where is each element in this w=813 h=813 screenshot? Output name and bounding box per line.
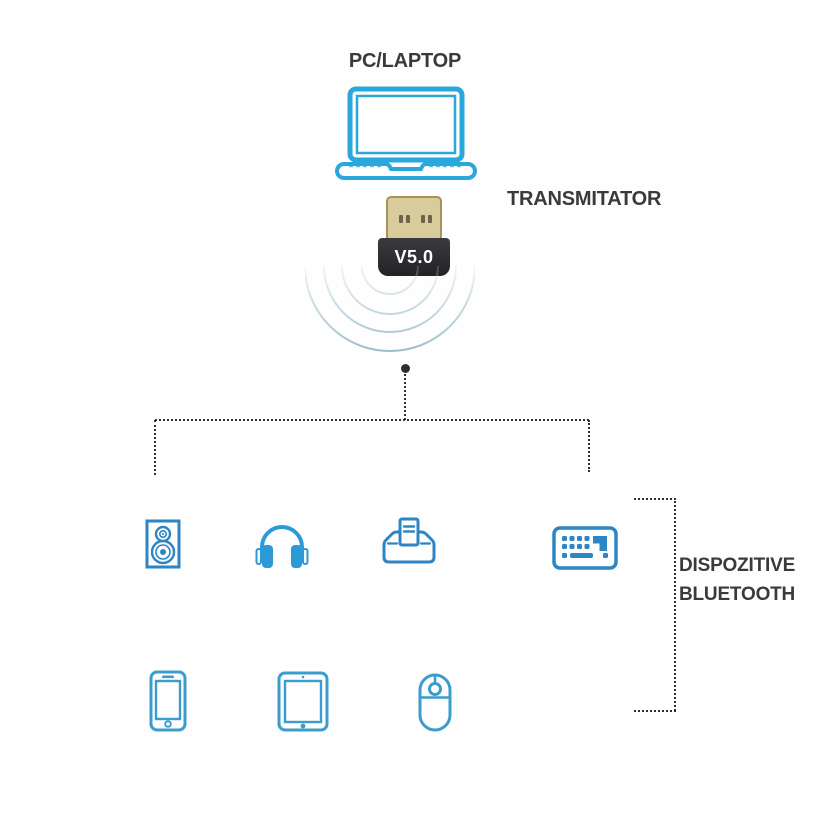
keyboard-icon [552,522,618,572]
connector-line-right [588,420,590,472]
headphones-icon [255,518,309,572]
usb-slot [428,215,432,223]
bracket-bottom-line [634,710,676,712]
transmitter-label: TRANSMITATOR [507,188,662,210]
bracket-top-line [634,498,676,500]
tablet-icon [277,671,329,732]
speaker-icon [145,519,181,569]
connector-line-left [154,420,156,475]
usb-slot [421,215,425,223]
dongle-version-label: V5.0 [394,246,434,267]
bracket-vertical-line [674,498,676,711]
usb-connector [386,196,442,241]
pc-laptop-label: PC/LAPTOP [348,50,462,72]
dongle-body: V5.0 [378,238,450,276]
bluetooth-devices-label-line2: BLUETOOTH [679,584,796,605]
laptop-icon [335,86,477,180]
bluetooth-devices-label-line1: DISPOZITIVE [679,555,796,576]
usb-slot [406,215,410,223]
connector-dot [401,364,410,373]
smartphone-icon [149,670,187,732]
usb-dongle: V5.0 [378,196,450,276]
bluetooth-devices-label: DISPOZITIVE BLUETOOTH [679,551,795,609]
signal-waves-icon [305,258,475,358]
connector-line-horizontal [155,419,589,421]
mouse-icon [418,673,452,732]
connector-line-vertical [404,374,406,420]
printer-icon [380,516,438,569]
usb-slot [399,215,403,223]
